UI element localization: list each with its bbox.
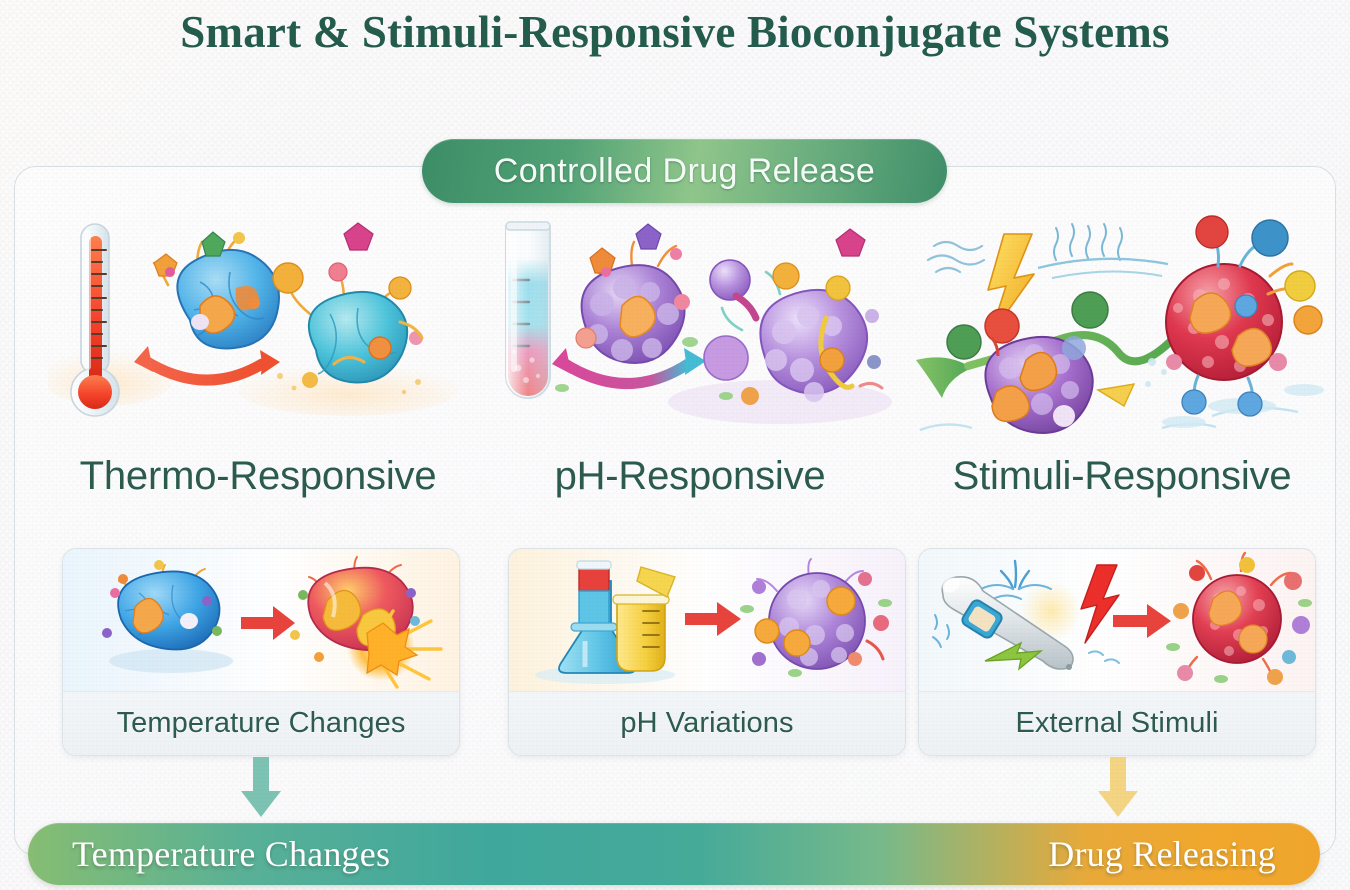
card-thumb-temperature	[63, 549, 459, 691]
card-divider	[919, 691, 1315, 692]
column-ph-responsive: pH-Responsive	[480, 210, 900, 499]
controlled-drug-release-badge[interactable]: Controlled Drug Release	[422, 139, 947, 203]
card-thumb-stimuli	[919, 549, 1315, 691]
heading-stimuli-responsive: Stimuli-Responsive	[952, 454, 1292, 498]
card-caption-temperature-changes: Temperature Changes	[63, 692, 459, 755]
card-temperature-changes[interactable]: Temperature Changes	[62, 548, 460, 756]
card-external-stimuli[interactable]: External Stimuli	[918, 548, 1316, 756]
card-ph-variations[interactable]: pH Variations	[508, 548, 906, 756]
bottom-bar-right-label: Drug Releasing	[1048, 834, 1276, 874]
stimuli-illustration	[912, 210, 1332, 440]
ph-illustration	[480, 210, 900, 440]
heading-thermo-responsive: Thermo-Responsive	[79, 454, 437, 498]
card-caption-external-stimuli: External Stimuli	[919, 692, 1315, 755]
column-stimuli-responsive: Stimuli-Responsive	[912, 210, 1332, 499]
card-divider	[63, 691, 459, 692]
down-arrow-thermo	[233, 757, 289, 819]
bottom-summary-bar: Temperature Changes Drug Releasing	[28, 823, 1320, 885]
card-caption-ph-variations: pH Variations	[509, 692, 905, 755]
column-thermo-responsive: Thermo-Responsive	[48, 210, 468, 499]
thermo-illustration	[48, 210, 468, 440]
card-thumb-ph	[509, 549, 905, 691]
badge-label: Controlled Drug Release	[493, 151, 876, 190]
down-arrow-stimuli	[1090, 757, 1146, 819]
card-divider	[509, 691, 905, 692]
page-title: Smart & Stimuli-Responsive Bioconjugate …	[180, 7, 1170, 57]
bottom-bar-left-label: Temperature Changes	[72, 834, 391, 874]
heading-ph-responsive: pH-Responsive	[554, 454, 826, 498]
